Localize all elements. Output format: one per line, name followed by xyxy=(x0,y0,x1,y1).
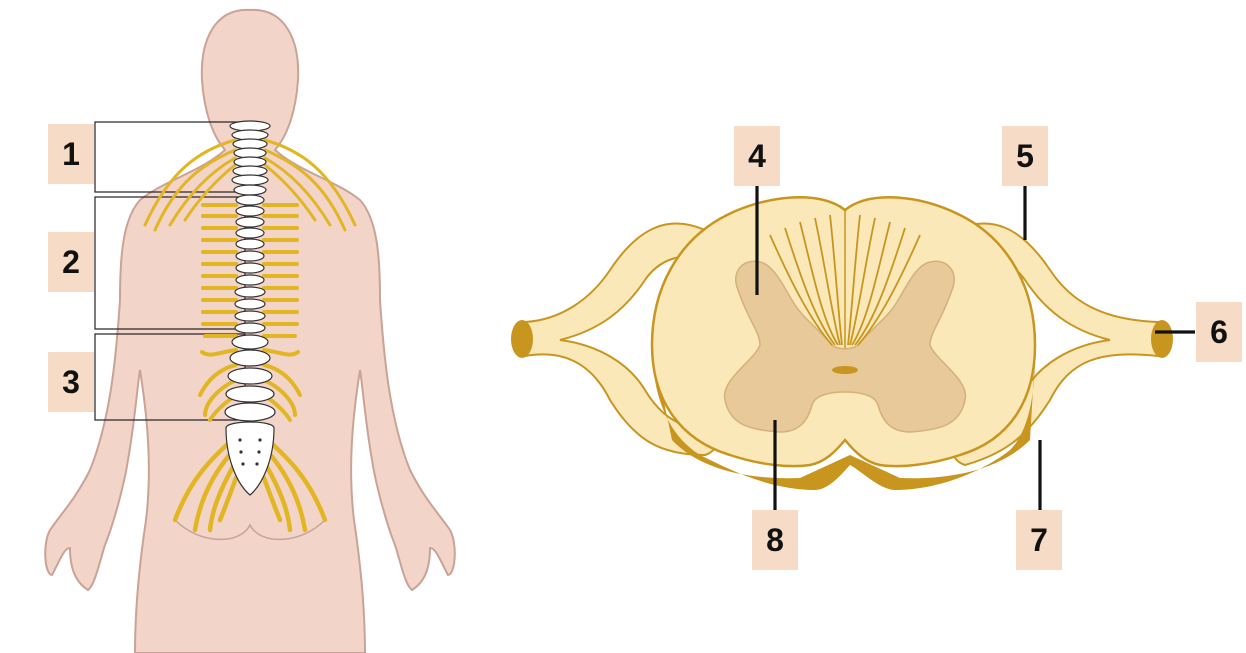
label-4: 4 xyxy=(734,126,780,186)
central-canal xyxy=(832,366,858,374)
label-5: 5 xyxy=(1002,126,1048,186)
label-7: 7 xyxy=(1016,510,1062,570)
label-6: 6 xyxy=(1196,302,1242,362)
right-nerve-cut-end xyxy=(1151,320,1173,358)
label-1: 1 xyxy=(48,124,94,184)
white-matter xyxy=(652,197,1035,466)
label-2: 2 xyxy=(48,232,94,292)
left-nerve-cut-end xyxy=(511,320,533,358)
label-8: 8 xyxy=(752,510,798,570)
label-3: 3 xyxy=(48,352,94,412)
